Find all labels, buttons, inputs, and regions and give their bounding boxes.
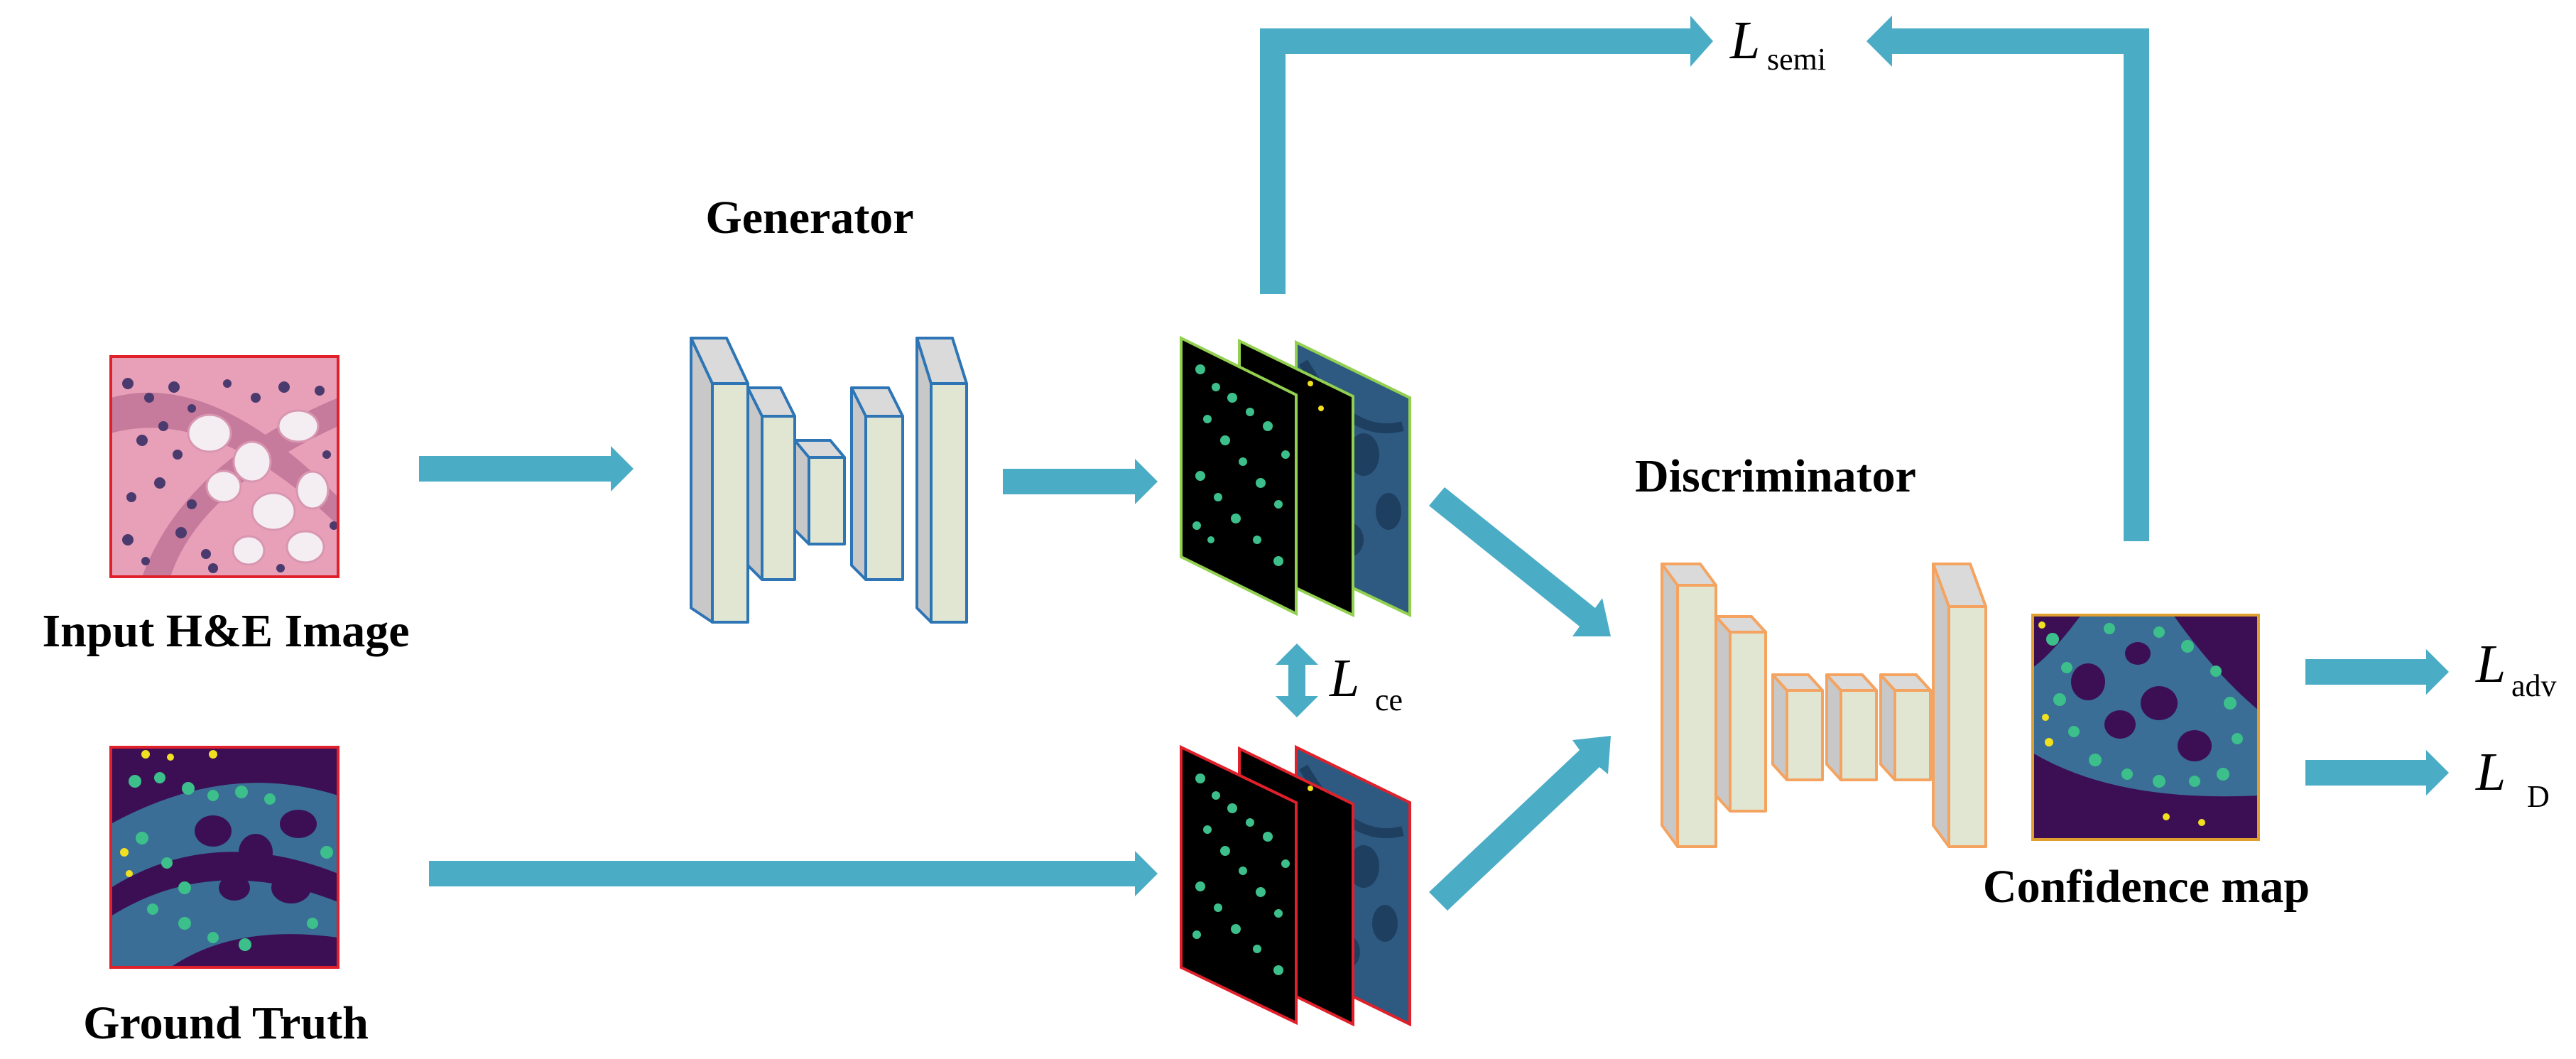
ground-truth-image	[109, 746, 339, 969]
arrow-to-d-loss	[2305, 750, 2449, 795]
arrows	[419, 16, 2449, 911]
generator-label: Generator	[705, 192, 913, 244]
generator-network	[690, 337, 968, 624]
arrow-predictions-to-semi	[1260, 16, 1713, 294]
arrow-predictions-to-discriminator	[1429, 487, 1611, 636]
loss-adv-subscript: adv	[2511, 668, 2557, 703]
loss-semi-subscript: semi	[1767, 42, 1826, 77]
loss-d-symbol: L	[2475, 742, 2506, 802]
loss-ce-symbol: L	[1329, 648, 1359, 708]
prediction-stack	[1180, 335, 1411, 618]
loss-d-subscript: D	[2527, 779, 2550, 814]
loss-ce: L ce	[1329, 648, 1403, 717]
arrow-to-adv-loss	[2305, 649, 2449, 695]
discriminator-network	[1661, 563, 1987, 848]
arrow-generator-to-predictions	[1003, 459, 1158, 504]
ground-truth-stack	[1180, 744, 1411, 1027]
loss-semi: L semi	[1729, 11, 1826, 77]
confidence-map-image	[2031, 614, 2260, 841]
input-image-label: Input H&E Image	[42, 605, 409, 657]
arrow-cross-entropy	[1276, 643, 1318, 717]
loss-adv-symbol: L	[2475, 634, 2506, 694]
loss-semi-symbol: L	[1729, 11, 1760, 70]
arrow-gt-to-discriminator	[1429, 736, 1611, 911]
ground-truth-label: Ground Truth	[83, 997, 369, 1049]
loss-d: L D	[2475, 742, 2550, 814]
loss-ce-subscript: ce	[1375, 683, 1403, 717]
loss-adv: L adv	[2475, 634, 2557, 703]
arrow-input-to-generator	[419, 446, 634, 492]
arrow-ground-truth-to-stack	[429, 851, 1158, 896]
discriminator-label: Discriminator	[1635, 450, 1916, 502]
confidence-map-label: Confidence map	[1983, 861, 2310, 913]
input-he-image	[109, 355, 339, 578]
